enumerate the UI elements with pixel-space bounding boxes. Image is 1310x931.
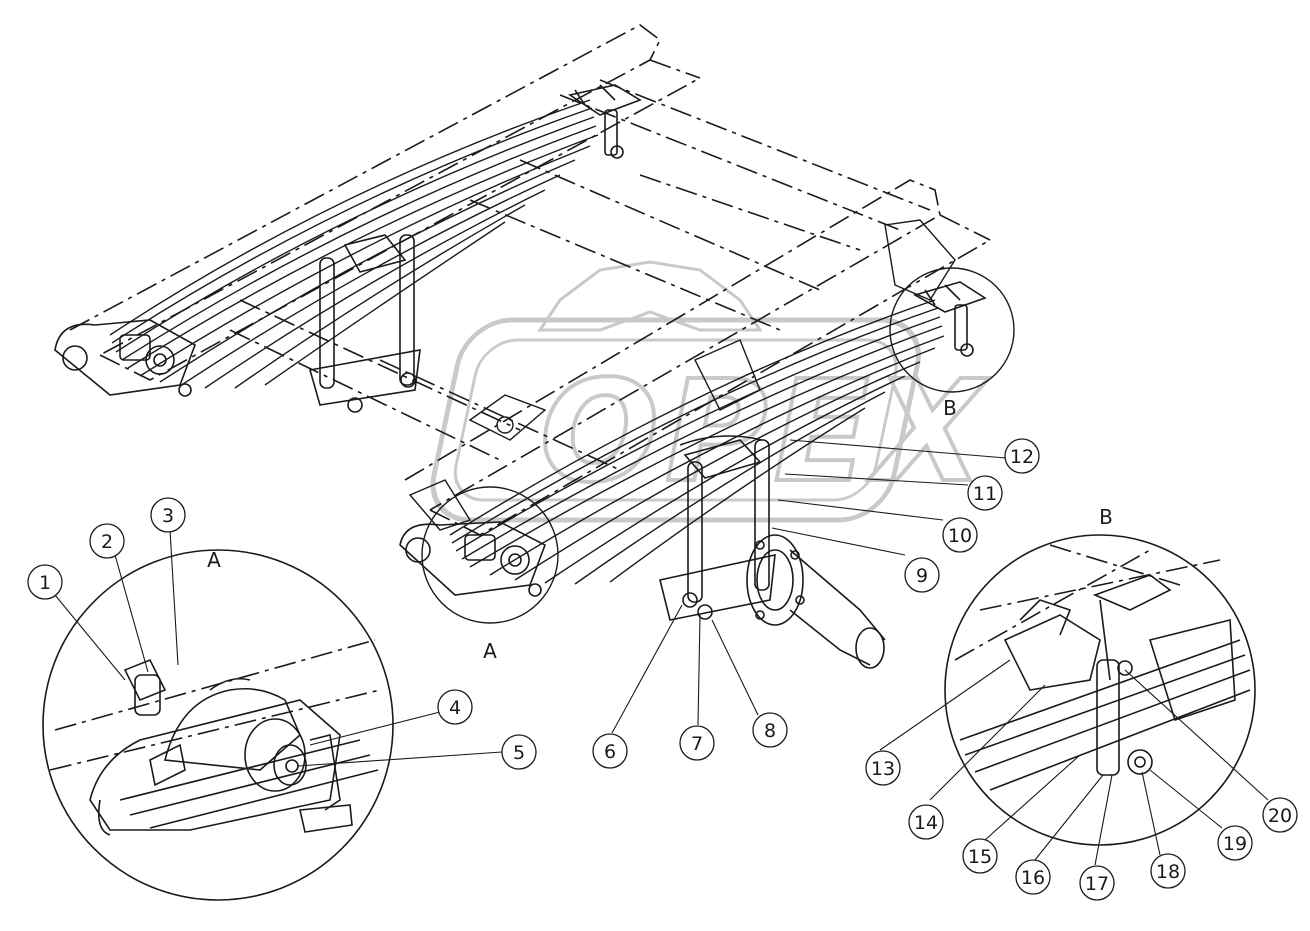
leaf-spring-left bbox=[109, 99, 599, 389]
shackle-left-rear bbox=[567, 84, 642, 159]
svg-text:4: 4 bbox=[449, 697, 461, 719]
callout-11: 11 bbox=[967, 475, 1003, 511]
svg-text:6: 6 bbox=[604, 741, 616, 763]
view-label-a-detail: A bbox=[207, 548, 221, 572]
svg-text:7: 7 bbox=[691, 733, 703, 755]
callout-12: 12 bbox=[1004, 438, 1040, 474]
svg-text:2: 2 bbox=[101, 531, 113, 553]
u-bolt-left bbox=[308, 234, 421, 413]
callout-4: 4 bbox=[437, 689, 473, 725]
callout-14: 14 bbox=[908, 804, 944, 840]
callout-16: 16 bbox=[1015, 859, 1051, 895]
callout-9: 9 bbox=[904, 557, 940, 593]
callout-18: 18 bbox=[1150, 853, 1186, 889]
view-label-b-main: B bbox=[943, 396, 957, 420]
frame-brackets bbox=[408, 219, 956, 531]
vehicle-frame bbox=[69, 24, 991, 536]
callout-10: 10 bbox=[942, 517, 978, 553]
svg-text:3: 3 bbox=[162, 505, 174, 527]
detail-circle-b-marker bbox=[889, 267, 1015, 393]
view-label-b-detail: B bbox=[1099, 505, 1113, 529]
svg-text:18: 18 bbox=[1156, 861, 1180, 883]
svg-text:20: 20 bbox=[1268, 805, 1292, 827]
spring-eye-right-front bbox=[399, 521, 546, 597]
svg-text:13: 13 bbox=[871, 758, 895, 780]
shackle-right-rear bbox=[912, 281, 987, 357]
svg-text:8: 8 bbox=[764, 720, 776, 742]
callout-13: 13 bbox=[865, 750, 901, 786]
u-bolt-right bbox=[659, 435, 776, 621]
leader-lines bbox=[54, 439, 1269, 866]
svg-text:17: 17 bbox=[1085, 873, 1109, 895]
callout-17: 17 bbox=[1079, 865, 1115, 901]
callout-5: 5 bbox=[501, 734, 537, 770]
view-label-a-main: A bbox=[483, 639, 497, 663]
svg-text:1: 1 bbox=[39, 572, 51, 594]
callout-8: 8 bbox=[752, 712, 788, 748]
svg-text:15: 15 bbox=[968, 846, 992, 868]
callout-2: 2 bbox=[89, 523, 125, 559]
callout-list: 1 2 3 4 5 6 7 8 9 10 11 12 13 14 15 16 1… bbox=[27, 438, 1298, 901]
callout-1: 1 bbox=[27, 564, 63, 600]
svg-text:19: 19 bbox=[1223, 833, 1247, 855]
detail-circle-a-marker bbox=[421, 486, 559, 624]
callout-19: 19 bbox=[1217, 825, 1253, 861]
svg-text:5: 5 bbox=[513, 742, 525, 764]
callout-7: 7 bbox=[679, 725, 715, 761]
svg-text:9: 9 bbox=[916, 565, 928, 587]
callout-20: 20 bbox=[1262, 797, 1298, 833]
axle-hub bbox=[746, 534, 886, 669]
callout-6: 6 bbox=[592, 733, 628, 769]
svg-text:12: 12 bbox=[1010, 446, 1034, 468]
leaf-spring-right bbox=[449, 299, 945, 585]
spring-eye-left-front bbox=[54, 319, 196, 397]
detail-view-a bbox=[42, 549, 394, 901]
callout-15: 15 bbox=[962, 838, 998, 874]
svg-text:11: 11 bbox=[973, 483, 997, 505]
svg-text:10: 10 bbox=[948, 525, 972, 547]
watermark-gear-icon bbox=[537, 260, 763, 332]
svg-text:14: 14 bbox=[914, 812, 938, 834]
svg-text:16: 16 bbox=[1021, 867, 1045, 889]
callout-3: 3 bbox=[150, 497, 186, 533]
